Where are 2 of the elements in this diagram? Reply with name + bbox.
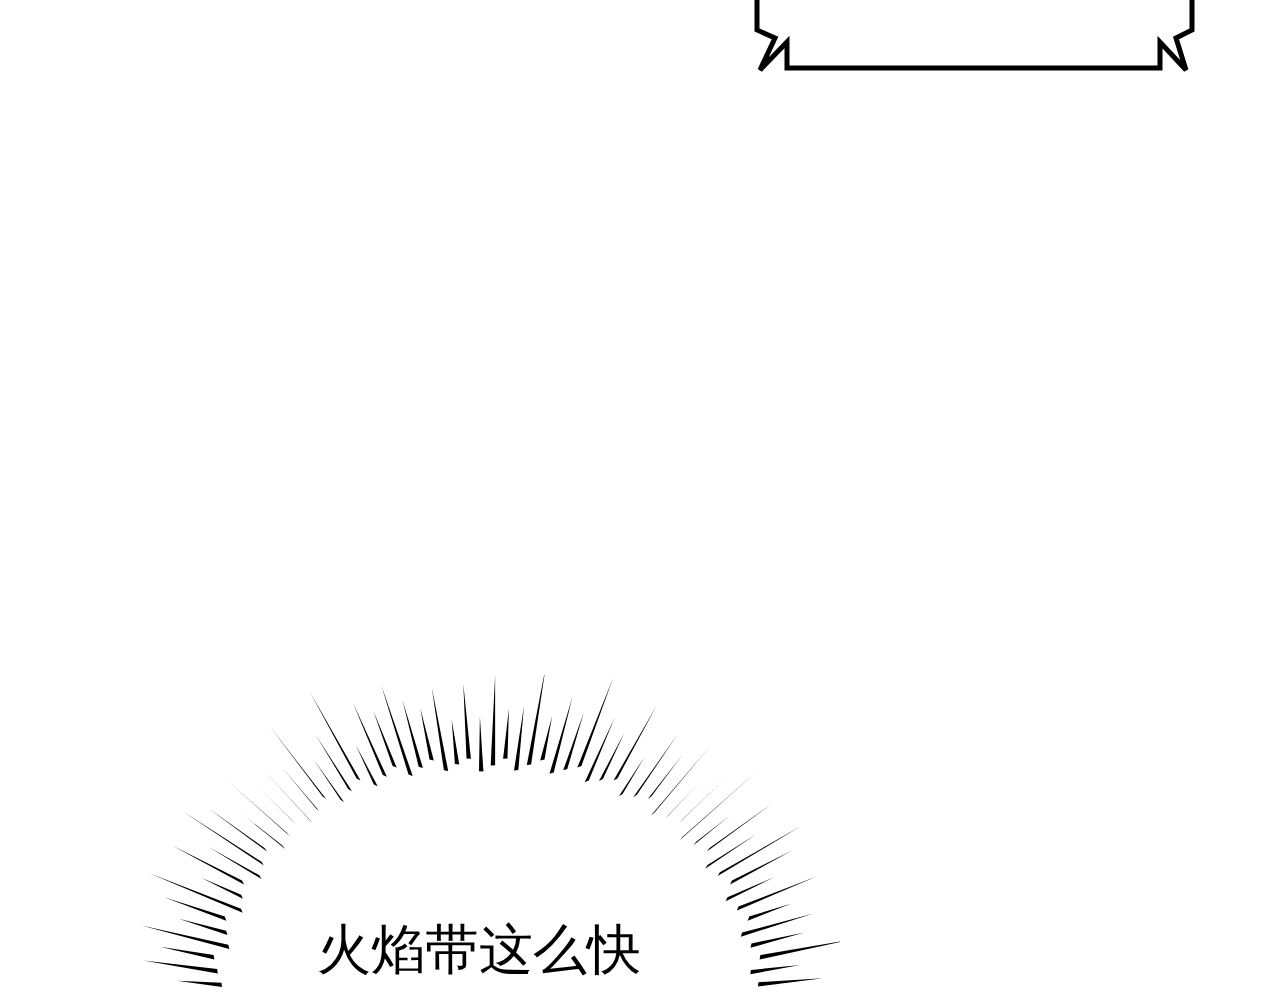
speech-bubble — [752, 0, 1198, 74]
exclamation-text: 火焰带这么快 — [317, 919, 641, 981]
